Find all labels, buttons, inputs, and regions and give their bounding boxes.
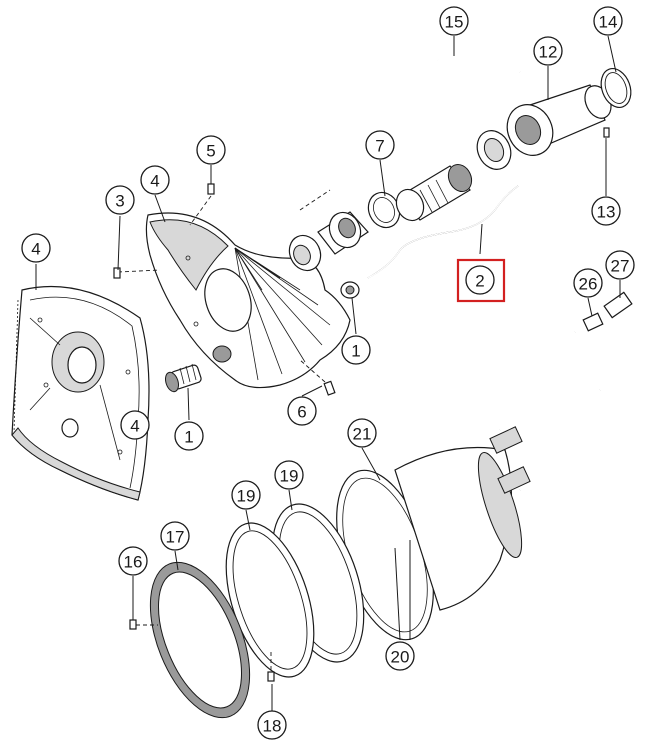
svg-text:4: 4 <box>150 172 159 191</box>
screw-18 <box>267 652 275 682</box>
callout-19-left: 19 <box>231 480 261 510</box>
screw-6 <box>299 359 336 396</box>
callout-4-lower: 4 <box>120 410 150 440</box>
svg-text:4: 4 <box>130 417 139 436</box>
callout-16: 16 <box>118 546 148 576</box>
niche-21 <box>336 329 602 641</box>
svg-text:27: 27 <box>611 257 630 276</box>
callout-1-right: 1 <box>341 335 371 365</box>
callout-2: 2 <box>456 258 506 303</box>
svg-text:13: 13 <box>597 203 616 222</box>
fitting-right <box>340 281 360 299</box>
callout-26: 26 <box>573 268 603 298</box>
svg-text:19: 19 <box>280 467 299 486</box>
callout-17: 17 <box>160 521 190 551</box>
callout-27: 27 <box>605 250 635 280</box>
connector-27 <box>603 280 633 319</box>
tube-15 <box>437 58 521 74</box>
callout-20: 20 <box>385 641 415 671</box>
svg-text:4: 4 <box>31 240 40 259</box>
o-ring-14 <box>600 68 632 108</box>
connector-26 <box>582 297 604 332</box>
svg-text:3: 3 <box>115 192 124 211</box>
callout-6: 6 <box>287 396 317 426</box>
lamp-housing <box>476 84 612 170</box>
svg-text:20: 20 <box>391 648 410 667</box>
svg-text:17: 17 <box>166 528 185 547</box>
cable-2 <box>367 185 519 279</box>
callout-5: 5 <box>196 135 226 165</box>
callout-21: 21 <box>347 418 377 448</box>
svg-text:12: 12 <box>539 43 558 62</box>
svg-text:26: 26 <box>579 275 598 294</box>
svg-text:5: 5 <box>206 142 215 161</box>
callout-4-left: 4 <box>21 233 51 263</box>
lens-assembly <box>288 163 473 272</box>
callout-7: 7 <box>365 130 395 160</box>
svg-text:16: 16 <box>124 553 143 572</box>
face-plate-left <box>11 285 150 501</box>
callout-2-highlight-box <box>456 258 506 303</box>
svg-text:1: 1 <box>351 342 360 361</box>
callout-14: 14 <box>593 6 623 36</box>
svg-text:14: 14 <box>599 13 618 32</box>
svg-text:7: 7 <box>375 137 384 156</box>
svg-text:1: 1 <box>184 428 193 447</box>
fitting-left <box>165 363 202 393</box>
callout-12: 12 <box>533 36 563 66</box>
svg-text:18: 18 <box>263 717 282 736</box>
callout-13: 13 <box>591 196 621 226</box>
svg-text:19: 19 <box>237 487 256 506</box>
leader-lines <box>35 35 617 620</box>
svg-text:6: 6 <box>297 403 306 422</box>
ring-plate-17 <box>149 561 251 719</box>
callout-3: 3 <box>105 185 135 215</box>
svg-text:2: 2 <box>475 272 484 291</box>
screw-3 <box>113 267 161 279</box>
svg-text:15: 15 <box>445 13 464 32</box>
callout-19-right: 19 <box>274 460 304 490</box>
svg-text:21: 21 <box>353 425 372 444</box>
callout-1-left: 1 <box>174 421 204 451</box>
shell-plate <box>145 212 351 389</box>
gasket-19-left <box>225 522 315 678</box>
callout-18: 18 <box>257 684 287 740</box>
callout-4-middle: 4 <box>140 165 170 195</box>
callout-15: 15 <box>439 6 469 36</box>
